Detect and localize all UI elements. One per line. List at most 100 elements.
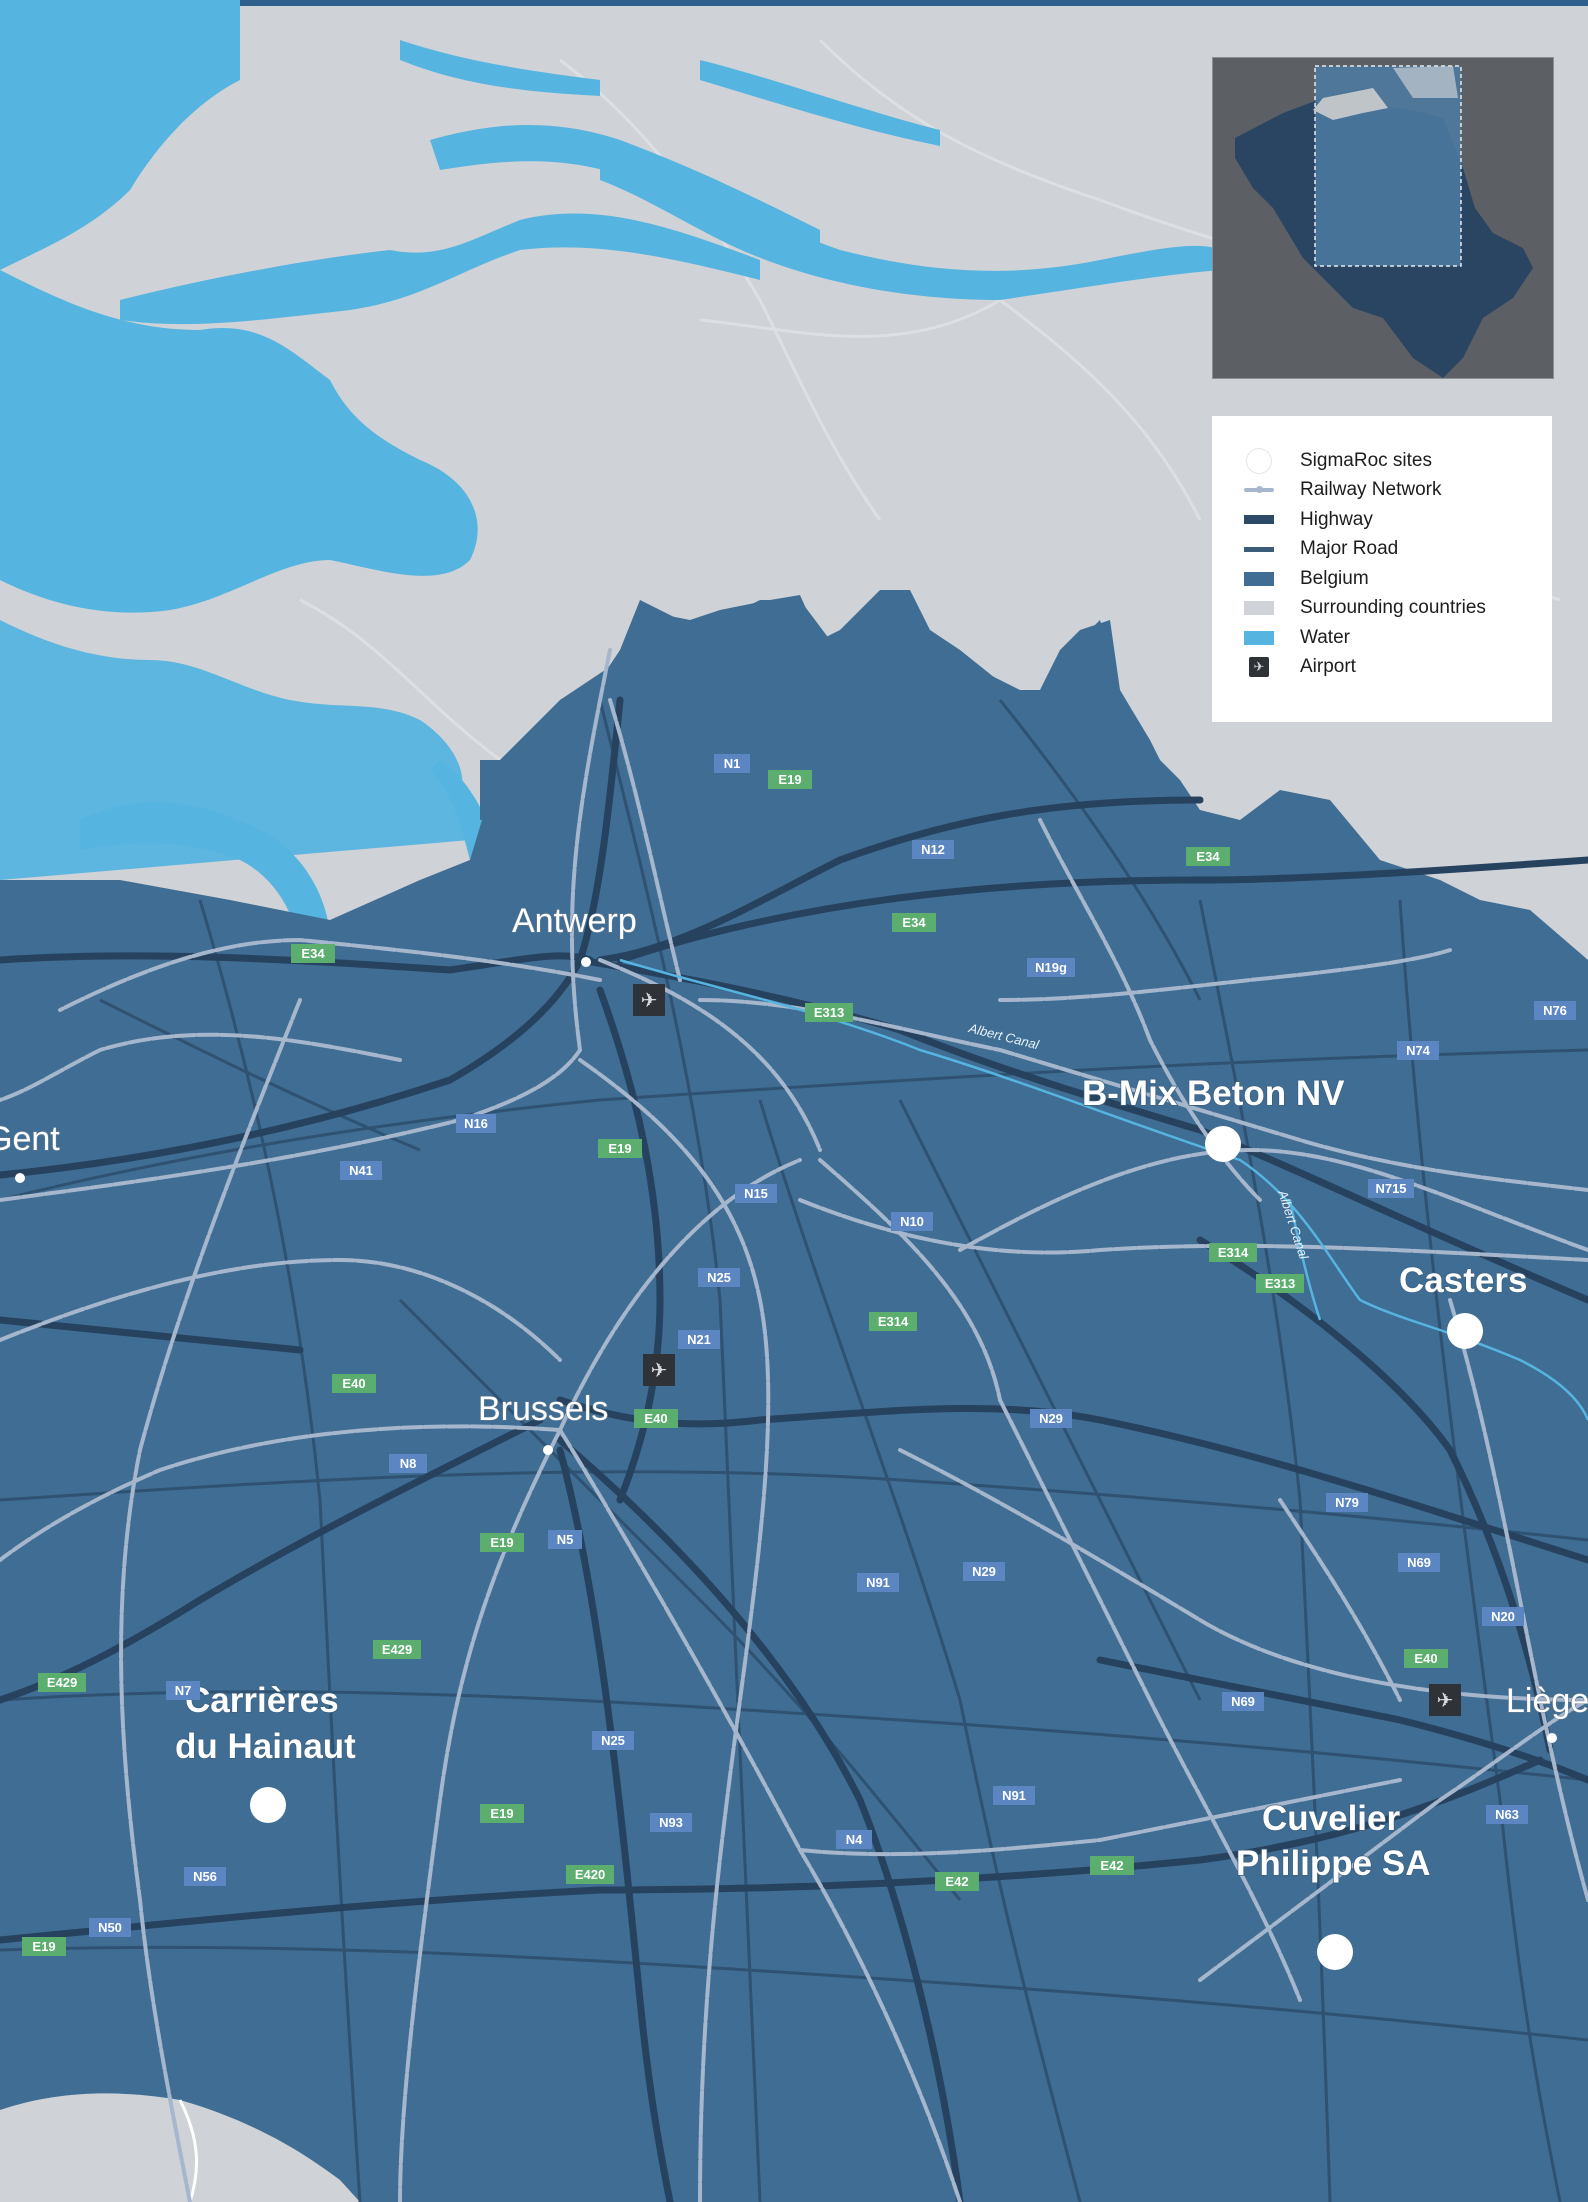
road-label: N715: [1368, 1179, 1414, 1198]
svg-text:E19: E19: [32, 1939, 55, 1954]
legend-label: Airport: [1300, 656, 1356, 678]
water-swatch-icon: [1244, 630, 1274, 645]
road-label: N74: [1397, 1041, 1439, 1060]
road-label: N20: [1482, 1607, 1524, 1626]
road-label: E429: [373, 1640, 421, 1659]
svg-text:N715: N715: [1375, 1181, 1406, 1196]
road-label: N91: [857, 1573, 899, 1592]
legend-label: Major Road: [1300, 538, 1399, 560]
railway-icon: [1244, 486, 1274, 494]
svg-text:E34: E34: [1196, 849, 1220, 864]
railway-network: [0, 648, 1588, 2202]
airport-icon: ✈: [1249, 657, 1269, 678]
site-label-hainaut-2: du Hainaut: [175, 1727, 356, 1766]
road-label: N19g: [1027, 958, 1075, 977]
road-label: N69: [1398, 1553, 1440, 1572]
road-label: N8: [389, 1454, 427, 1473]
road-label: E40: [634, 1409, 678, 1428]
svg-text:N5: N5: [557, 1532, 574, 1547]
road-label: N1: [714, 754, 750, 773]
road-label: N56: [184, 1867, 226, 1886]
road-label: E40: [332, 1374, 376, 1393]
svg-text:N12: N12: [921, 842, 945, 857]
road-label: N16: [456, 1114, 496, 1133]
road-label: E314: [1209, 1243, 1257, 1262]
map-legend: SigmaRoc sites Railway Network Highway M…: [1212, 416, 1552, 722]
highways: [0, 696, 1588, 2202]
road-label: E429: [38, 1673, 86, 1692]
airport-icon: ✈: [1437, 1688, 1454, 1712]
legend-label: Railway Network: [1300, 479, 1442, 501]
road-label: E314: [869, 1312, 917, 1331]
svg-text:N4: N4: [846, 1832, 863, 1847]
svg-text:E19: E19: [608, 1141, 631, 1156]
top-border-strip: [0, 0, 1588, 6]
road-label: E420: [566, 1865, 614, 1884]
legend-item-railway: Railway Network: [1240, 476, 1552, 506]
site-label-hainaut-1: Carrières: [185, 1681, 339, 1720]
svg-text:E313: E313: [814, 1005, 844, 1020]
locator-map-graphic: [1213, 58, 1553, 378]
site-marker-casters[interactable]: [1447, 1313, 1483, 1349]
road-label: N5: [548, 1530, 582, 1549]
road-label: E19: [480, 1533, 524, 1552]
road-label: E313: [1256, 1274, 1304, 1293]
airport-antwerp[interactable]: ✈: [633, 984, 665, 1016]
road-label: E19: [598, 1139, 642, 1158]
svg-text:N25: N25: [707, 1270, 731, 1285]
svg-text:E19: E19: [778, 772, 801, 787]
city-label-liege: Liège: [1506, 1682, 1588, 1720]
airport-icon: ✈: [641, 988, 658, 1012]
belgium-swatch-icon: [1244, 571, 1274, 586]
legend-item-major-road: Major Road: [1240, 535, 1552, 565]
antwerp-marker: [581, 957, 591, 967]
road-label: N93: [650, 1813, 692, 1832]
road-label: E19: [22, 1937, 66, 1956]
road-label: E19: [768, 770, 812, 789]
airport-liege[interactable]: ✈: [1429, 1684, 1461, 1716]
svg-text:N56: N56: [193, 1869, 217, 1884]
road-label: N79: [1326, 1493, 1368, 1512]
svg-text:N8: N8: [400, 1456, 417, 1471]
site-marker-hainaut[interactable]: [250, 1787, 286, 1823]
legend-label: Highway: [1300, 508, 1373, 530]
svg-text:E40: E40: [342, 1376, 365, 1391]
road-label: N21: [678, 1330, 720, 1349]
svg-text:N79: N79: [1335, 1495, 1359, 1510]
svg-text:E40: E40: [644, 1411, 667, 1426]
svg-text:E314: E314: [878, 1314, 909, 1329]
svg-text:N16: N16: [464, 1116, 488, 1131]
svg-text:E314: E314: [1218, 1245, 1249, 1260]
road-label: N50: [89, 1918, 131, 1937]
legend-item-airport: ✈ Airport: [1240, 653, 1552, 683]
airport-brussels[interactable]: ✈: [643, 1354, 675, 1386]
road-label: N76: [1534, 1001, 1576, 1020]
svg-text:N50: N50: [98, 1920, 122, 1935]
city-label-brussels: Brussels: [478, 1390, 608, 1428]
svg-text:N91: N91: [866, 1575, 890, 1590]
border-line: [178, 2099, 198, 2202]
legend-item-sites: SigmaRoc sites: [1240, 446, 1552, 476]
locator-inset-map: [1212, 57, 1554, 379]
svg-text:E34: E34: [301, 946, 325, 961]
svg-text:N63: N63: [1495, 1807, 1519, 1822]
road-label: E42: [935, 1872, 979, 1891]
road-label: N25: [592, 1731, 634, 1750]
svg-text:E19: E19: [490, 1535, 513, 1550]
site-marker-cuvelier[interactable]: [1317, 1934, 1353, 1970]
legend-label: Water: [1300, 626, 1350, 648]
road-label: N12: [912, 840, 954, 859]
road-labels: N1 E19 N12 E34 E34 E34 N19g N76 E313 N74…: [22, 754, 1576, 1956]
svg-text:E429: E429: [382, 1642, 412, 1657]
site-dot-icon: [1247, 448, 1271, 473]
svg-text:N29: N29: [972, 1564, 996, 1579]
major-road-icon: [1244, 546, 1274, 552]
road-label: N63: [1486, 1805, 1528, 1824]
city-label-antwerp: Antwerp: [512, 902, 637, 940]
site-marker-bmix[interactable]: [1205, 1126, 1241, 1162]
legend-item-surrounding: Surrounding countries: [1240, 594, 1552, 624]
legend-label: Surrounding countries: [1300, 597, 1486, 619]
road-label: N29: [963, 1562, 1005, 1581]
svg-text:E34: E34: [902, 915, 926, 930]
road-label: E313: [805, 1003, 853, 1022]
